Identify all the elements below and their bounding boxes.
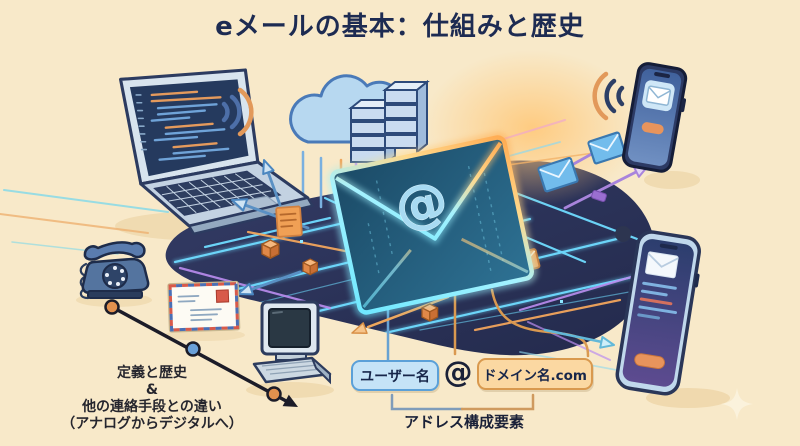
crt-vent xyxy=(311,357,331,385)
retro-computer-icon xyxy=(252,300,332,385)
inbox-lines xyxy=(637,281,678,320)
username-label-box: ユーザー名 xyxy=(351,360,439,391)
server-tower xyxy=(382,79,430,155)
username-label: ユーザー名 xyxy=(360,368,430,385)
flying-envelope-blue xyxy=(537,156,579,193)
code-lines xyxy=(135,90,230,161)
history-note: 定義と歴史 & 他の連絡手段との違い （アナログからデジタルへ） xyxy=(12,365,292,433)
smartphone-inbox-icon xyxy=(615,230,701,396)
smartphone-mail-icon xyxy=(622,62,688,173)
timeline xyxy=(104,299,298,407)
phone-base xyxy=(87,290,143,299)
keyboard-grid xyxy=(161,173,272,214)
history-line-3: 他の連絡手段との違い xyxy=(82,399,222,415)
laptop-display xyxy=(129,79,249,177)
domain-label-box: ドメイン名.com xyxy=(477,358,593,390)
purple-chip xyxy=(591,190,607,202)
history-line-2: & xyxy=(145,382,159,398)
phone-cord xyxy=(79,262,90,300)
laptop-wifi-icon xyxy=(221,87,254,137)
address-lines xyxy=(177,295,222,322)
orange-note-icon xyxy=(275,205,303,238)
timeline-dot-start xyxy=(104,299,120,315)
flying-envelope-blue xyxy=(587,131,627,165)
timeline-dot-mid xyxy=(185,341,201,357)
sparkle-icon xyxy=(721,388,753,420)
package-box-icon xyxy=(261,239,439,322)
page-title: eメールの基本：仕組みと歴史 xyxy=(215,12,585,42)
email-at-envelope-icon: @ xyxy=(326,132,538,318)
timeline-dot-end xyxy=(266,386,282,402)
address-bracket xyxy=(390,393,535,411)
cloud-server-icon xyxy=(289,74,430,167)
timeline-arrowhead xyxy=(282,394,298,407)
at-glyph: @ xyxy=(390,170,453,240)
phone-handset xyxy=(83,241,146,261)
crt-screen xyxy=(268,308,311,348)
dark-dot xyxy=(615,226,631,242)
phone-button xyxy=(634,353,665,370)
history-line-4: （アナログからデジタルへ） xyxy=(61,416,243,432)
stamp xyxy=(215,289,230,303)
envelope-flap xyxy=(335,141,503,241)
phone-button xyxy=(641,122,664,135)
domain-label: ドメイン名.com xyxy=(483,368,587,384)
phone-wifi-icon xyxy=(592,71,625,121)
address-caption: アドレス構成要素 xyxy=(403,413,524,431)
history-line-1: 定義と歴史 xyxy=(117,365,187,381)
rotary-telephone-icon xyxy=(79,241,150,300)
dial-holes xyxy=(105,266,125,286)
airmail-letter-icon xyxy=(167,280,241,333)
at-symbol: @ xyxy=(443,355,473,389)
